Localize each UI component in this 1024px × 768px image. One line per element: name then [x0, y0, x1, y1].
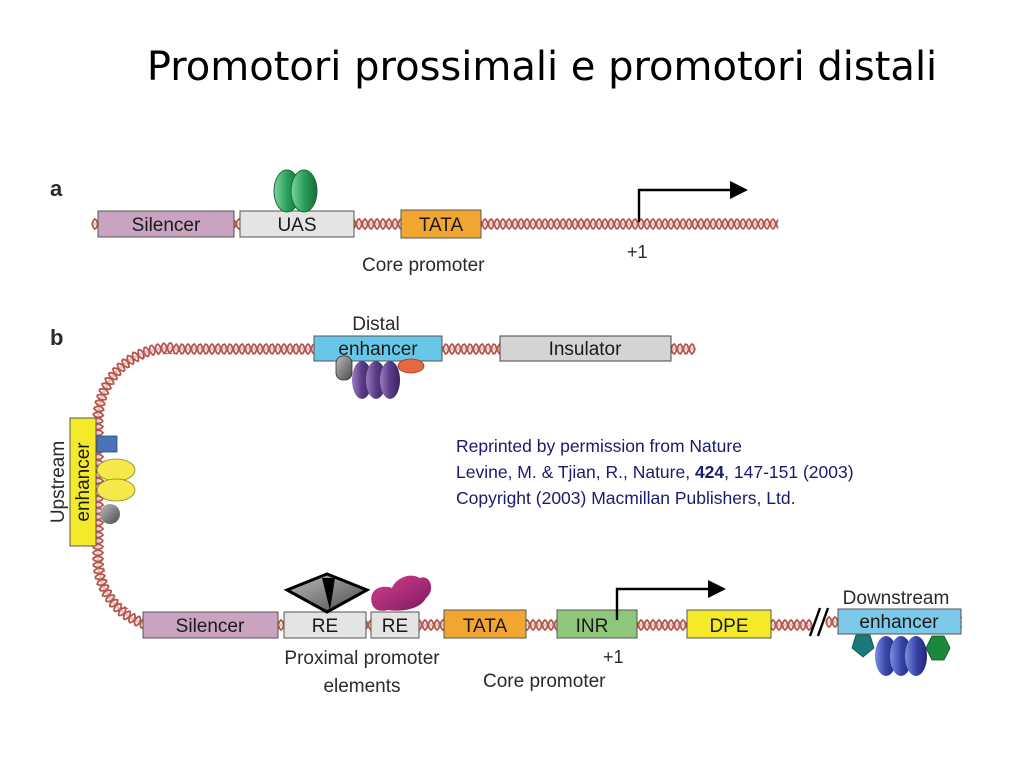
panel-a-silencer: Silencer [97, 210, 235, 238]
distal-enhancer-proteins [335, 355, 425, 399]
citation-pages: , 147-151 (2003) [724, 462, 854, 482]
response-element-1: RE [283, 611, 367, 639]
panel-b-tss-label: +1 [603, 647, 624, 667]
svg-text:RE: RE [312, 616, 338, 637]
panel-b-core-promoter-label: Core promoter [483, 671, 606, 692]
citation-authors: Levine, M. & Tjian, R., Nature, [456, 462, 695, 482]
panel-b-label: b [50, 325, 63, 350]
dna-break-mark [808, 607, 830, 637]
panel-b-tata: TATA [443, 609, 527, 639]
svg-text:enhancer: enhancer [338, 339, 418, 360]
panel-b-silencer: Silencer [142, 611, 279, 639]
diamond-protein [283, 572, 371, 614]
magenta-protein [371, 575, 432, 611]
downstream-enhancer-proteins [851, 634, 951, 676]
citation-line-1: Reprinted by permission from Nature [456, 436, 742, 456]
inr-element: INR [556, 609, 638, 639]
citation-block: Reprinted by permission from Nature Levi… [456, 433, 854, 511]
svg-text:TATA: TATA [463, 616, 508, 637]
panel-a-label: a [50, 176, 63, 201]
citation-volume: 424 [694, 462, 725, 482]
svg-text:Insulator: Insulator [549, 339, 623, 360]
svg-text:RE: RE [382, 616, 408, 637]
response-element-2: RE [370, 611, 420, 639]
downstream-enhancer: enhancer [837, 608, 962, 635]
citation-line-2: Levine, M. & Tjian, R., Nature, 424, 147… [456, 459, 854, 485]
proximal-promoter-label-line1: Proximal promoter [284, 648, 440, 669]
svg-text:DPE: DPE [709, 616, 748, 637]
panel-a-tss-arrow [637, 181, 748, 222]
svg-text:Silencer: Silencer [176, 616, 245, 637]
svg-text:INR: INR [576, 616, 609, 637]
dpe-element: DPE [686, 609, 772, 639]
upstream-enhancer-proteins [96, 435, 136, 524]
dna-strands [91, 217, 963, 633]
panel-b-tss-arrow [615, 580, 726, 620]
panel-a-tata: TATA [400, 209, 482, 239]
upstream-enhancer: enhancer [69, 417, 97, 547]
distal-enhancer: enhancer [313, 335, 443, 362]
svg-text:enhancer: enhancer [73, 442, 94, 522]
panel-a-core-promoter-label: Core promoter [362, 255, 485, 276]
upstream-enhancer-label-line1: Upstream [48, 441, 69, 523]
slide-title: Promotori prossimali e promotori distali [146, 44, 938, 90]
citation-line-3: Copyright (2003) Macmillan Publishers, L… [456, 488, 796, 508]
distal-enhancer-label-line1: Distal [352, 314, 400, 335]
svg-text:Silencer: Silencer [132, 215, 201, 236]
downstream-enhancer-label-line1: Downstream [843, 588, 950, 609]
panel-a-uas: UAS [239, 210, 355, 238]
activator-protein-green [273, 169, 318, 213]
svg-text:enhancer: enhancer [859, 612, 939, 633]
insulator: Insulator [499, 335, 672, 362]
svg-text:UAS: UAS [277, 215, 316, 236]
svg-text:TATA: TATA [419, 215, 464, 236]
panel-a-tss-label: +1 [627, 242, 648, 262]
proximal-promoter-label-line2: elements [323, 676, 400, 697]
